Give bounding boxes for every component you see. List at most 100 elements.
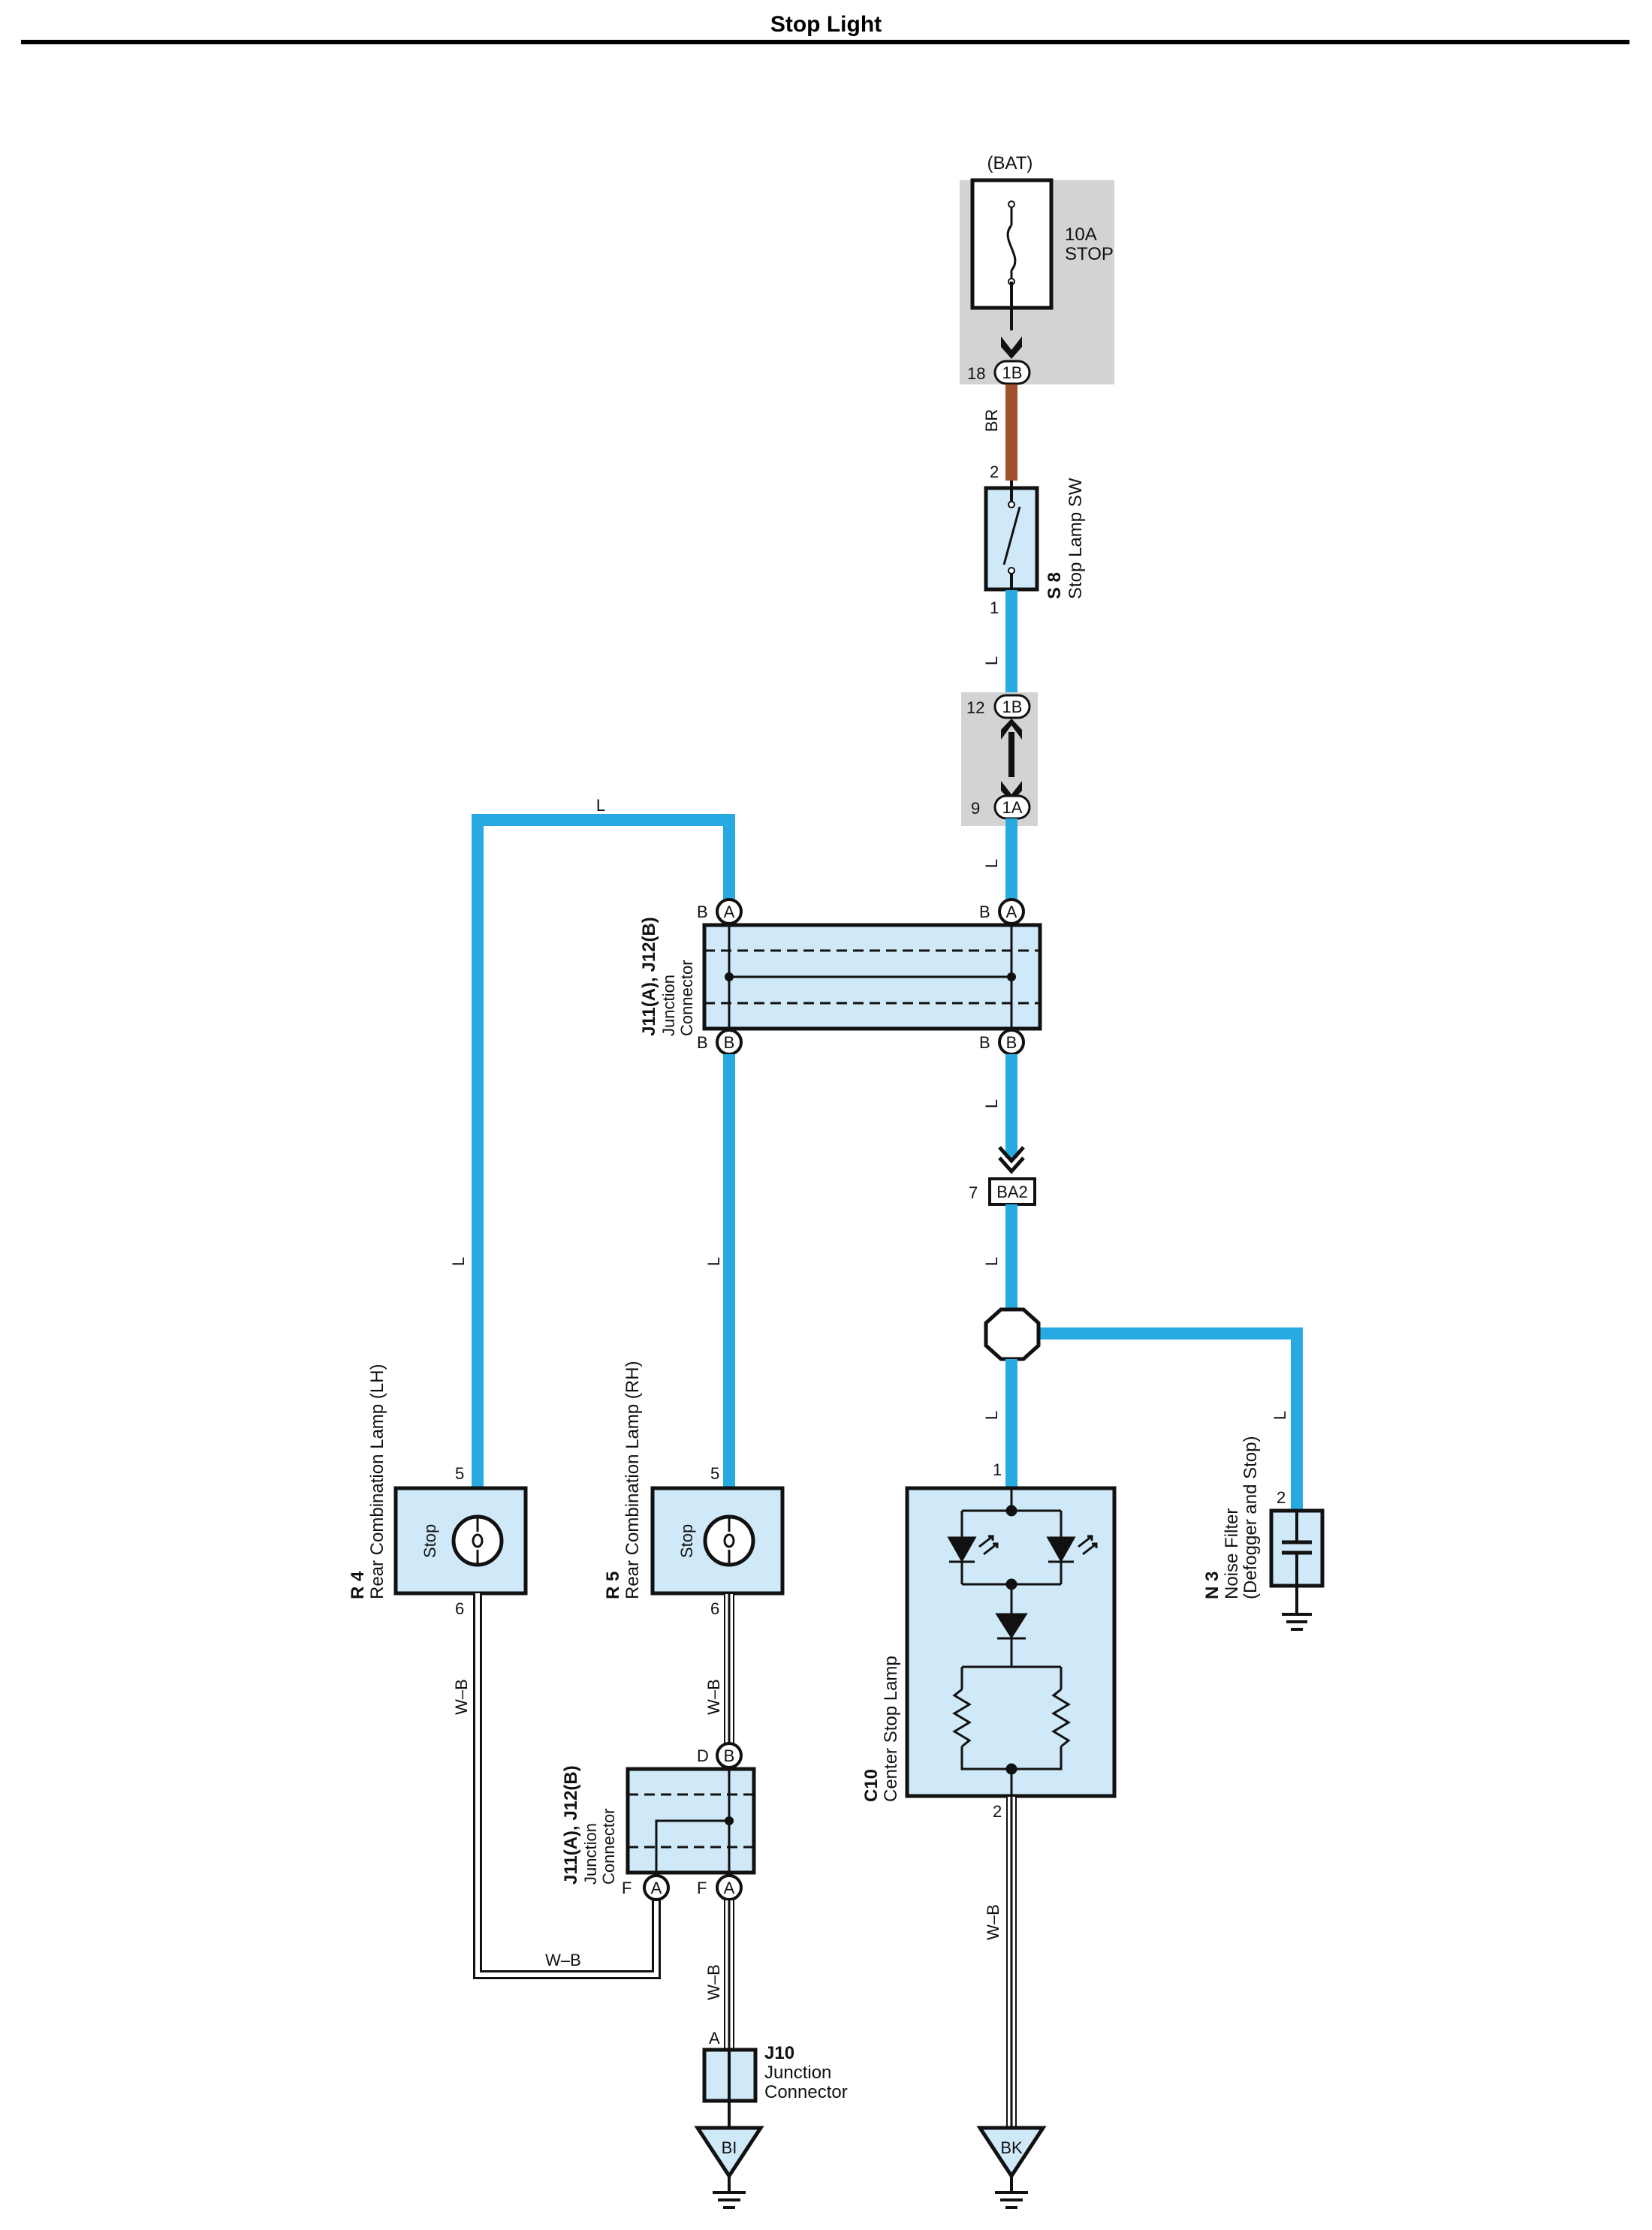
lamp-lh-name: Rear Combination Lamp (LH) [367, 1364, 387, 1599]
rh-bulb-label: Stop [677, 1524, 696, 1558]
jb-conn-top-label: B [724, 1746, 735, 1765]
stop-sw-pin-bottom: 1 [990, 598, 999, 617]
jt-pin-right-top: B [979, 903, 990, 921]
bulb-icon-rh [703, 1514, 755, 1567]
junction-bottom-line2: Connector [599, 1808, 618, 1885]
ba2-connector [988, 1177, 1036, 1206]
jb-pin-f-left: F [622, 1879, 632, 1897]
fuse-rating: 10A [1065, 225, 1097, 245]
junction-top-id: J11(A), J12(B) [639, 917, 659, 1036]
ba2-label: BA2 [996, 1183, 1028, 1201]
junction-top-node-left [725, 972, 734, 981]
ground-bi-label: BI [722, 2138, 737, 2157]
wire-l-loop-lh [472, 814, 735, 1487]
ground-icon-nf [1282, 1613, 1312, 1631]
inline-conn-b-label: 1A [1002, 798, 1023, 817]
fuse-connector-label: 1B [1002, 363, 1023, 382]
splice-point [984, 1307, 1041, 1361]
wire-l-to-center [1005, 1359, 1017, 1488]
ground-bk-label: BK [1000, 2138, 1023, 2157]
j10-line1: Junction [764, 2063, 831, 2083]
center-lamp-id: C10 [861, 1769, 882, 1802]
jt-pin-left-top: B [697, 903, 708, 921]
jt-conn-left-top [716, 898, 743, 925]
wire-l-to-junction [1005, 818, 1017, 909]
nf-line2: (Defogger and Stop) [1241, 1436, 1261, 1599]
junction-bottom-line1: Junction [581, 1823, 600, 1885]
rh-pin-bottom: 6 [710, 1599, 719, 1618]
ba2-pin: 7 [969, 1183, 978, 1202]
wire-wb-label-lh: W–B [452, 1679, 471, 1715]
fuse-source-label: (BAT) [987, 153, 1033, 173]
wire-l-label-5: L [982, 1411, 1001, 1420]
ground-icon-bk [995, 2176, 1028, 2209]
wire-wb-label-rh: W–B [704, 1679, 723, 1715]
lh-pin-top: 5 [455, 1464, 464, 1483]
bulb-icon-lh [451, 1514, 504, 1567]
wire-wb-label-loop: W–B [545, 1951, 581, 1969]
wire-wb-center [1006, 1795, 1017, 2129]
jt-conn-right-top-label: A [1006, 903, 1017, 921]
wire-br [1005, 384, 1017, 481]
center-pin-top: 1 [993, 1460, 1002, 1479]
inline-pin-b: 9 [971, 799, 980, 818]
wire-l-main [1005, 1054, 1017, 1158]
wire-l-switch [1005, 590, 1017, 694]
wire-wb-rh [724, 1593, 734, 1755]
junction-bottom-id: J11(A), J12(B) [561, 1765, 581, 1885]
lamp-lh-id: R 4 [348, 1571, 368, 1599]
wire-l-noise-filter [1036, 1327, 1303, 1509]
lh-pin-bottom: 6 [455, 1599, 464, 1618]
fuse-connector-1b [993, 360, 1031, 385]
junction-top-line1: Junction [659, 975, 678, 1036]
wire-l-label-2: L [982, 859, 1001, 868]
wire-l-label-4: L [982, 1257, 1001, 1266]
wire-wb-lh-inner [475, 1593, 659, 1977]
wire-br-label: BR [982, 409, 1001, 432]
junction-bottom-node [725, 1816, 734, 1825]
lamp-rh-id: R 5 [603, 1572, 623, 1599]
switch-icon [1002, 481, 1021, 590]
rh-pin-top: 5 [710, 1464, 719, 1483]
page-title: Stop Light [770, 12, 882, 37]
stop-sw-name: Stop Lamp SW [1066, 478, 1086, 599]
inline-arrow-up [1001, 719, 1022, 740]
ba2-arrow [998, 1146, 1025, 1174]
inline-stem [1008, 732, 1014, 777]
jt-conn-right-bottom-label: B [1006, 1033, 1017, 1052]
lamp-rh-name: Rear Combination Lamp (RH) [623, 1361, 643, 1599]
stop-sw-pin-top: 2 [990, 463, 999, 481]
jt-conn-left-bottom-label: B [724, 1033, 735, 1052]
fuse-name: STOP [1065, 244, 1114, 264]
center-lamp-name: Center Stop Lamp [881, 1656, 901, 1802]
wire-l-label-nf: L [1271, 1411, 1289, 1420]
wire-l-label-1: L [982, 656, 1001, 665]
nf-line1: Noise Filter [1222, 1508, 1242, 1599]
center-pin-bottom: 2 [993, 1802, 1002, 1821]
nf-id: N 3 [1202, 1572, 1222, 1599]
jb-pin-f-right: F [697, 1879, 707, 1897]
lh-bulb-label: Stop [421, 1524, 439, 1558]
jt-pin-right-bottom: B [979, 1033, 990, 1052]
fuse-pin-number: 18 [967, 364, 985, 383]
junction-bottom-bus [655, 1769, 731, 1886]
wire-wb-label-center: W–B [984, 1904, 1002, 1940]
jb-conn-left-label: A [651, 1879, 662, 1897]
nf-pin: 2 [1277, 1488, 1286, 1507]
inline-pin-a: 12 [966, 698, 984, 717]
jb-conn-right-label: A [724, 1879, 735, 1897]
junction-top-node-right [1007, 972, 1016, 981]
wire-l-label-rh: L [704, 1257, 723, 1266]
wire-l-label-lh: L [449, 1257, 468, 1266]
inline-connector-1b [993, 694, 1031, 719]
jb-conn-left [643, 1874, 670, 1901]
ground-bk [976, 2126, 1047, 2180]
j10-line2: Connector [764, 2082, 848, 2102]
wire-l-after-ba2 [1005, 1204, 1017, 1309]
jb-pin-d: D [697, 1746, 709, 1765]
capacitor-icon [1282, 1511, 1312, 1614]
jt-pin-left-bottom: B [697, 1033, 708, 1052]
fuse-connector-arrow [1001, 336, 1022, 359]
inline-conn-a-label: 1B [1002, 698, 1023, 716]
